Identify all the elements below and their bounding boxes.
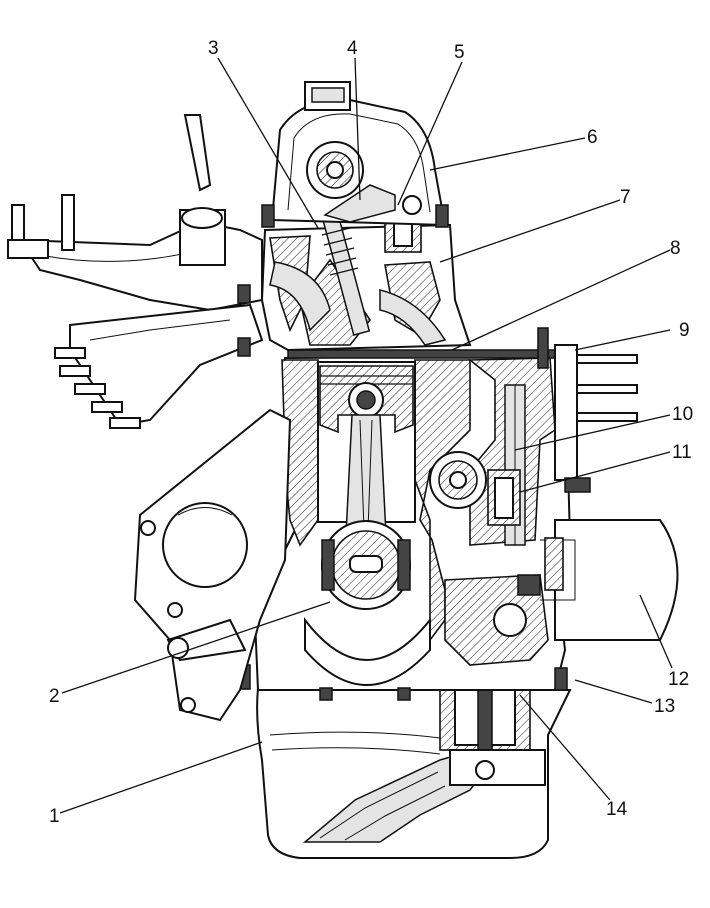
- piston-assembly: [304, 361, 431, 686]
- callout-3: 3: [208, 38, 219, 59]
- callout-13: 13: [654, 696, 675, 717]
- intake-manifold: [7, 114, 263, 312]
- callout-9: 9: [679, 320, 690, 341]
- callout-6: 6: [587, 127, 598, 148]
- callout-7: 7: [620, 187, 631, 208]
- exhaust-manifold: [54, 284, 264, 429]
- callout-10: 10: [672, 404, 693, 425]
- callout-14: 14: [606, 799, 628, 820]
- leader-lines: [59, 57, 673, 814]
- callout-5: 5: [454, 42, 465, 63]
- callout-12: 12: [668, 669, 689, 690]
- callouts: 1 2 3 4 5 6 7 8 9 10 11 12 13 14: [49, 38, 693, 827]
- callout-1: 1: [49, 806, 60, 827]
- head-gasket: [287, 349, 569, 359]
- callout-4: 4: [347, 38, 358, 59]
- callout-8: 8: [670, 238, 681, 259]
- valve-cover: [261, 81, 449, 228]
- callout-2: 2: [49, 686, 60, 707]
- callout-11: 11: [672, 442, 692, 463]
- rear-plate: [133, 408, 292, 722]
- oil-pump: [439, 674, 546, 786]
